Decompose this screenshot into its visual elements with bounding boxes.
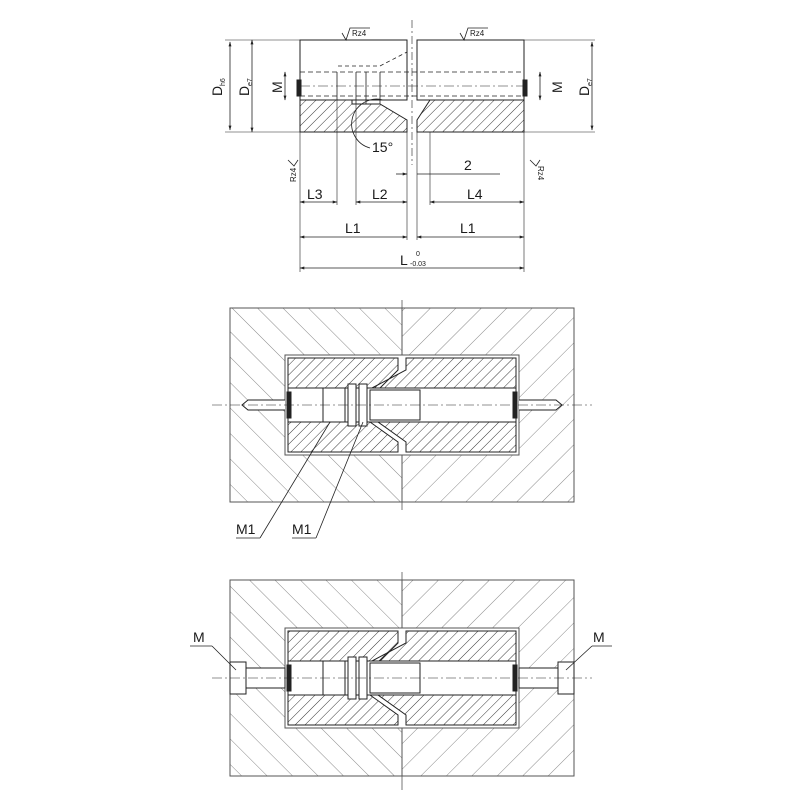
dia-e7-right-sub: e7 bbox=[587, 78, 594, 86]
callout-m-left: M bbox=[193, 629, 205, 645]
dia-e7-right-label: D bbox=[576, 86, 592, 96]
surface-mark-right: Rz4 bbox=[470, 29, 485, 38]
left-segment-section bbox=[299, 99, 408, 133]
thread-right-label: M bbox=[549, 81, 565, 93]
gap-label: 2 bbox=[464, 157, 472, 173]
left-segment-upper bbox=[299, 39, 408, 101]
l4-label: L4 bbox=[467, 186, 483, 202]
thread-left-label: M bbox=[269, 81, 285, 93]
total-length-label: L bbox=[400, 252, 408, 268]
dia-e7-left-label: D bbox=[236, 86, 252, 96]
callout-m1-left: M1 bbox=[236, 521, 256, 537]
bottom-view-labels: M M bbox=[193, 629, 605, 645]
angle-label: 15° bbox=[372, 139, 393, 155]
right-segment-section bbox=[416, 99, 525, 133]
tolerance-lower: -0.03 bbox=[410, 261, 426, 268]
callout-m-right: M bbox=[593, 629, 605, 645]
middle-view bbox=[212, 300, 592, 539]
top-view bbox=[225, 20, 595, 272]
dia-e7-left-sub: e7 bbox=[247, 78, 254, 86]
l1-right-label: L1 bbox=[460, 220, 476, 236]
dia-h6-sub: h6 bbox=[220, 78, 227, 86]
surface-mark-side-right: Rz4 bbox=[536, 166, 545, 181]
surface-mark-left: Rz4 bbox=[352, 29, 367, 38]
l1-left-label: L1 bbox=[345, 220, 361, 236]
top-view-labels: Rz4 Rz4 Rz4 Rz4 D h6 D e7 M M D e7 15° 2… bbox=[209, 29, 594, 268]
l3-label: L3 bbox=[307, 186, 323, 202]
middle-view-labels: M1 M1 bbox=[236, 521, 312, 537]
l2-label: L2 bbox=[372, 186, 388, 202]
bottom-view bbox=[190, 572, 612, 790]
callout-m1-right: M1 bbox=[292, 521, 312, 537]
right-segment-upper bbox=[416, 39, 525, 101]
tolerance-upper: 0 bbox=[416, 251, 420, 258]
dia-h6-label: D bbox=[209, 86, 225, 96]
surface-mark-side-left: Rz4 bbox=[289, 167, 298, 182]
